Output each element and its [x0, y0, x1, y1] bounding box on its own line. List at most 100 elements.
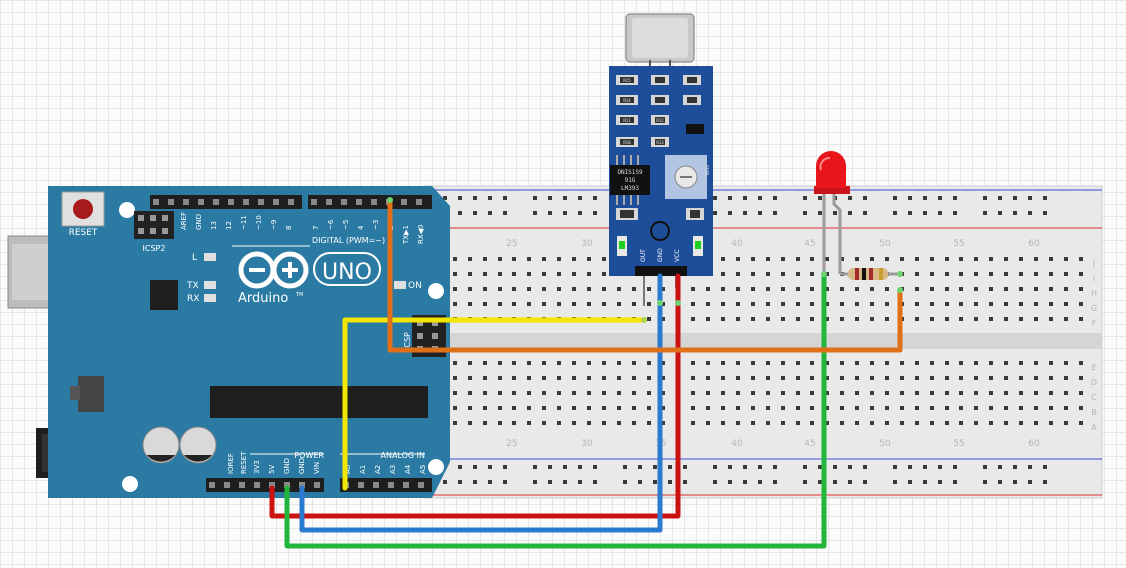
hole	[930, 421, 934, 425]
hole	[183, 199, 189, 205]
hole	[885, 287, 889, 291]
hole	[989, 317, 993, 321]
hole	[974, 287, 978, 291]
hole	[533, 196, 537, 200]
hole	[915, 317, 919, 321]
hole	[974, 391, 978, 395]
hole	[930, 361, 934, 365]
hole	[743, 196, 747, 200]
hole	[453, 302, 457, 306]
hole	[908, 480, 912, 484]
hole	[453, 287, 457, 291]
hole	[796, 302, 800, 306]
hole	[945, 376, 949, 380]
hole	[527, 406, 531, 410]
wire-gnd-to-sensor-gnd[interactable]	[299, 273, 663, 533]
pin-label: A1	[359, 465, 367, 474]
side-code: SR0L	[703, 165, 709, 177]
hole	[915, 272, 919, 276]
hole	[587, 287, 591, 291]
hole	[885, 406, 889, 410]
chip-text: LM393	[621, 185, 639, 192]
hole	[593, 480, 597, 484]
hole	[706, 376, 710, 380]
hole	[563, 480, 567, 484]
hole	[713, 480, 717, 484]
wire-a0-to-sensor-out[interactable]	[342, 317, 647, 491]
hole	[458, 480, 462, 484]
hole	[1064, 391, 1068, 395]
hole	[706, 361, 710, 365]
hole	[751, 391, 755, 395]
power-header	[206, 478, 324, 492]
row-letter: C	[1091, 393, 1097, 402]
hole	[512, 391, 516, 395]
hole	[691, 421, 695, 425]
hole	[945, 391, 949, 395]
wire-gnd-to-led[interactable]	[284, 271, 827, 549]
on-label: ON	[408, 281, 422, 291]
column-number: 25	[506, 239, 517, 249]
led-rx	[204, 294, 216, 302]
hole	[572, 376, 576, 380]
hole	[751, 287, 755, 291]
hole	[1034, 376, 1038, 380]
hole	[751, 376, 755, 380]
hole	[825, 391, 829, 395]
hole	[1034, 406, 1038, 410]
hole	[736, 257, 740, 261]
mounting-hole	[122, 476, 138, 492]
hole	[781, 376, 785, 380]
hole	[483, 272, 487, 276]
sensor-pin-label: GND	[657, 248, 664, 262]
hole	[557, 406, 561, 410]
hole	[512, 406, 516, 410]
component-code: R10	[623, 140, 631, 145]
hole	[647, 317, 651, 321]
column-number: 25	[506, 439, 517, 449]
hole	[766, 406, 770, 410]
pin-label: 8	[285, 226, 293, 230]
hole	[974, 257, 978, 261]
wire-d2-to-resistor[interactable]	[387, 197, 903, 353]
hole	[989, 272, 993, 276]
mounting-hole	[119, 202, 135, 218]
hole	[736, 406, 740, 410]
hole	[989, 376, 993, 380]
hole	[453, 406, 457, 410]
hole	[728, 196, 732, 200]
hole	[989, 421, 993, 425]
power-pin-labels: IOREF RESET 3V3 5V GND GND VIN	[227, 451, 321, 474]
hole	[908, 465, 912, 469]
hole	[602, 287, 606, 291]
hole	[533, 480, 537, 484]
hole	[915, 391, 919, 395]
hole	[458, 196, 462, 200]
hole	[1004, 272, 1008, 276]
hole	[840, 302, 844, 306]
hole	[453, 361, 457, 365]
hole	[563, 211, 567, 215]
hole	[488, 196, 492, 200]
hole	[721, 287, 725, 291]
wire-5v-to-vcc[interactable]	[269, 273, 681, 519]
hole	[743, 480, 747, 484]
hole	[1034, 391, 1038, 395]
hole	[758, 480, 762, 484]
hole	[923, 196, 927, 200]
hole	[885, 361, 889, 365]
hole	[557, 272, 561, 276]
hole	[587, 421, 591, 425]
reset-label: RESET	[69, 228, 98, 238]
breadboard-center-channel	[425, 333, 1102, 349]
hole	[661, 406, 665, 410]
hole	[870, 406, 874, 410]
hole	[488, 480, 492, 484]
hole	[803, 480, 807, 484]
hole	[1049, 421, 1053, 425]
tx-label: TX	[186, 281, 199, 291]
hole	[989, 287, 993, 291]
hole	[1019, 391, 1023, 395]
hole	[706, 287, 710, 291]
hole	[572, 361, 576, 365]
